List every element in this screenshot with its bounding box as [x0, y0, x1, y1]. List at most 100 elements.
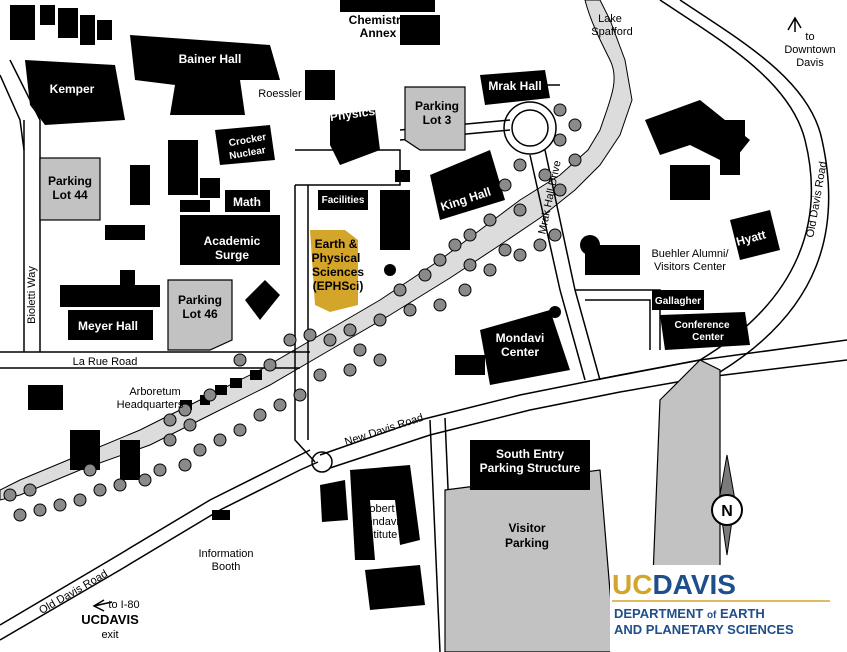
brand-department-text: DEPARTMENT [614, 606, 703, 621]
mrak-hall-building [480, 70, 550, 105]
lot-44-label-1: Parking [48, 174, 92, 188]
i80-label-2: UCDAVIS [81, 612, 139, 627]
tree-icon [548, 228, 562, 242]
i80-label-3: exit [101, 629, 118, 641]
ephsci-label-4: (EPHSci) [313, 279, 364, 293]
tree-icon [13, 508, 27, 522]
tree-icon [483, 263, 497, 277]
tree-icon [553, 103, 567, 117]
tree-icon [498, 243, 512, 257]
tree-icon [373, 353, 387, 367]
tree-icon [393, 283, 407, 297]
mondavi-center-label-1: Mondavi [496, 331, 545, 345]
conference-label-2: Center [692, 332, 724, 343]
tree-icon [373, 313, 387, 327]
tree-icon [483, 213, 497, 227]
tree-icon [433, 298, 447, 312]
direction-labels: to Downtown Davis to I-80 UCDAVIS exit [81, 16, 836, 641]
tree-icon [303, 328, 317, 342]
academic-surge-building [180, 215, 280, 265]
tree-icon [448, 238, 462, 252]
lot-3-label-2: Lot 3 [423, 113, 452, 127]
buildings-layer [10, 0, 780, 610]
chemistry-annex-label-1: Chemistry [349, 13, 408, 27]
visitor-parking [444, 469, 616, 652]
facilities-building [318, 190, 368, 210]
hyatt-building [730, 210, 780, 260]
arboretum-label-2: Headquarters [117, 399, 184, 411]
lot-3-label-1: Parking [415, 99, 459, 113]
arboretum-label-1: Arboretum [129, 386, 180, 398]
south-entry-label-1: South Entry [496, 447, 564, 461]
brand-davis-text: DAVIS [652, 569, 736, 600]
i80-label-1: to I-80 [108, 599, 139, 611]
tree-icon [163, 433, 177, 447]
tree-icon [568, 153, 582, 167]
tree-icon [343, 363, 357, 377]
compass-rose: N [711, 454, 743, 556]
tree-icon [203, 388, 217, 402]
tree-icon [353, 343, 367, 357]
building-labels: Bainer Hall Kemper Physics Mrak Hall Cro… [50, 52, 768, 475]
tree-icon [568, 118, 582, 132]
tree-icon [53, 498, 67, 512]
tree-icon [93, 483, 107, 497]
math-label: Math [233, 195, 261, 209]
map-labels: Chemistry Annex Roessler Parking Lot 44 … [48, 13, 729, 573]
conference-label-1: Conference [674, 320, 729, 331]
academic-surge-label-1: Academic [204, 234, 261, 248]
mrak-hall-label: Mrak Hall [488, 79, 541, 93]
kemper-building [25, 60, 125, 125]
new-davis-road-label: New Davis Road [343, 412, 425, 449]
tree-icon [3, 488, 17, 502]
tree-icon [138, 473, 152, 487]
tree-icon [553, 183, 567, 197]
ephsci-label-1: Earth & [315, 237, 358, 251]
tree-icon [178, 403, 192, 417]
tree-icon [433, 253, 447, 267]
tree-icon [553, 133, 567, 147]
lot-46-label-1: Parking [178, 293, 222, 307]
mondavi-center-building [480, 310, 570, 385]
tree-icon [538, 168, 552, 182]
meyer-hall-building [68, 310, 153, 340]
lake-spafford-label-1: Lake [598, 13, 622, 25]
tree-icon [178, 458, 192, 472]
tree-icon [153, 463, 167, 477]
rmi-label-1: Robert [361, 503, 394, 515]
roessler-label: Roessler [258, 88, 302, 100]
bainer-hall-building [130, 35, 280, 115]
tree-icon [253, 408, 267, 422]
old-davis-road-sw-label: Old Davis Road [37, 568, 110, 617]
academic-surge-label-2: Surge [215, 248, 249, 262]
physics-label: Physics [329, 104, 376, 124]
tree-icon [233, 353, 247, 367]
south-entry-label-2: Parking Structure [480, 461, 581, 475]
ephsci-label-3: Sciences [312, 265, 364, 279]
ephsci-building[interactable] [310, 230, 358, 312]
rmi-label-3: Institute [359, 529, 398, 541]
tree-icon [513, 248, 527, 262]
bioletti-way-label: Bioletti Way [26, 266, 38, 324]
tree-icon [293, 388, 307, 402]
ephsci-label-2: Physical [312, 251, 361, 265]
tree-icon [513, 158, 527, 172]
tree-icon [343, 323, 357, 337]
facilities-label: Facilities [322, 195, 365, 206]
downtown-label-1: to [805, 31, 814, 43]
visitor-parking-label-2: Parking [505, 536, 549, 550]
tree-icon [463, 228, 477, 242]
brand-line2: AND PLANETARY SCIENCES [614, 622, 794, 637]
tree-icon [73, 493, 87, 507]
tree-icon [213, 433, 227, 447]
kemper-label: Kemper [50, 82, 95, 96]
ucdavis-brand: UCDAVIS DEPARTMENT of EARTH AND PLANETAR… [610, 565, 847, 652]
tree-icon [323, 333, 337, 347]
tree-icon [113, 478, 127, 492]
tree-icon [313, 368, 327, 382]
i80-arrow-icon [92, 599, 113, 612]
mondavi-center-label-2: Center [501, 345, 539, 359]
king-hall-building [430, 150, 505, 220]
tree-icon [163, 413, 177, 427]
tree-icon [403, 303, 417, 317]
